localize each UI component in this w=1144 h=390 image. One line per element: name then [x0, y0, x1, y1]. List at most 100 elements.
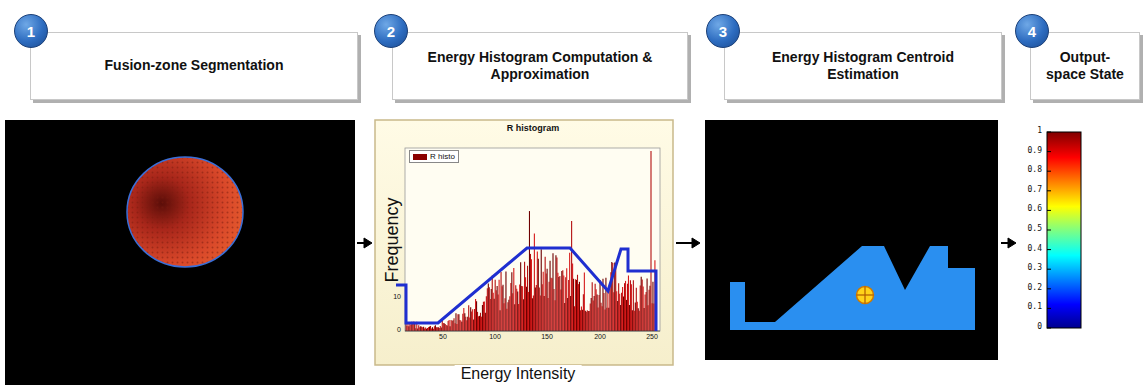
centroid-cross	[864, 287, 865, 304]
histogram-bar	[419, 327, 420, 331]
histogram-bar	[618, 283, 619, 331]
image-panel	[5, 120, 355, 385]
histogram-bar	[571, 221, 572, 331]
histogram-bar	[515, 285, 516, 331]
histogram-bar	[514, 304, 515, 331]
step-title: Output-space State	[1041, 49, 1129, 84]
histogram-bar	[584, 272, 585, 331]
histogram-bar	[418, 325, 419, 331]
legend-swatch	[413, 154, 427, 160]
fusion-zone	[127, 157, 243, 267]
histogram-bar	[507, 302, 508, 331]
histogram-bar	[499, 280, 500, 331]
histogram-bar	[585, 311, 586, 331]
histogram-bar	[564, 303, 565, 331]
tick-mark	[1047, 230, 1051, 231]
histogram-bar	[622, 287, 623, 331]
histogram-bar	[471, 311, 472, 331]
tick-label: 100	[489, 333, 501, 341]
histogram-bar	[593, 300, 594, 331]
histogram-bar	[432, 327, 433, 331]
histogram-bar	[565, 277, 566, 331]
histogram-bar	[500, 310, 501, 331]
histogram-bar	[520, 262, 521, 331]
histogram-bar	[407, 323, 408, 331]
histogram-bar	[497, 286, 498, 331]
step-header-box: Fusion-zone Segmentation	[30, 32, 358, 100]
histogram-bar	[552, 253, 553, 331]
histogram-bar	[408, 326, 409, 331]
histogram-bar	[646, 292, 647, 331]
histogram-bar	[501, 272, 502, 331]
histogram-bar	[531, 259, 532, 331]
histogram-bar	[643, 287, 644, 331]
fusion-zone-outline	[127, 157, 243, 267]
histogram-bar	[561, 271, 562, 331]
histogram-bar	[441, 327, 442, 331]
histogram-bar	[599, 295, 600, 331]
histogram-bar	[613, 292, 614, 331]
histogram-bar	[616, 291, 617, 331]
histogram-bar	[625, 281, 626, 331]
step-header-box: Energy Histogram Computation & Approxima…	[392, 32, 688, 100]
colorbar-tick-label: 0.1	[1028, 303, 1042, 312]
histogram-bar	[495, 280, 496, 331]
histogram-bar	[516, 289, 517, 331]
histogram-bar	[633, 280, 634, 331]
histogram-bar	[569, 253, 570, 331]
histogram-bar	[511, 272, 512, 331]
step-title: Fusion-zone Segmentation	[105, 57, 284, 75]
histogram-bar	[504, 298, 505, 331]
histogram-bar	[502, 285, 503, 331]
plot-area	[405, 148, 660, 331]
tick-mark	[1047, 132, 1051, 133]
histogram-bar	[638, 308, 639, 331]
histogram-bar	[589, 311, 590, 331]
histogram-panel	[375, 120, 673, 365]
histogram-bar	[428, 327, 429, 331]
histogram-bar	[509, 296, 510, 331]
tick-mark	[1047, 249, 1051, 250]
histogram-bar	[615, 263, 616, 331]
step-number-circle: 2	[374, 14, 408, 48]
histogram-bar	[501, 286, 502, 331]
histogram-bar	[530, 254, 531, 331]
histogram-bar	[526, 287, 527, 331]
tick-mark	[1047, 288, 1051, 289]
histogram-bar	[510, 283, 511, 331]
flow-arrows	[357, 238, 1016, 248]
histogram-bar	[487, 288, 488, 331]
histogram-bar	[447, 325, 448, 331]
histogram-bar	[576, 280, 577, 331]
colorbar	[1047, 132, 1081, 328]
histogram-bar	[647, 279, 648, 331]
histogram-bar	[567, 298, 568, 331]
histogram-bar	[580, 310, 581, 331]
histogram-bar	[607, 289, 608, 331]
histogram-bar	[626, 300, 627, 331]
histogram-bar	[508, 300, 509, 331]
histogram-bar	[513, 268, 514, 331]
histogram-bar	[443, 323, 444, 331]
histogram-bar	[577, 275, 578, 331]
histogram-bar	[460, 321, 461, 331]
histogram-bar	[453, 318, 454, 331]
histogram-bar	[517, 292, 518, 331]
histogram-bar	[550, 261, 551, 331]
histogram-bar	[630, 280, 631, 331]
histogram-bar	[581, 307, 582, 331]
histogram-bar	[541, 249, 542, 331]
histogram-bar	[476, 301, 477, 331]
histogram-bar	[556, 257, 557, 331]
histogram-bar	[437, 327, 438, 331]
histogram-bar	[477, 312, 478, 331]
histogram-bar	[652, 282, 653, 331]
histogram-bar	[448, 321, 449, 331]
step-title: Energy Histogram Computation & Approxima…	[403, 49, 677, 84]
histogram-bar	[603, 293, 604, 331]
tick-label: 200	[594, 333, 606, 341]
histogram-bar	[590, 304, 591, 331]
histogram-bar	[522, 286, 523, 331]
colorbar-tick-label: 0.2	[1028, 284, 1042, 293]
histogram-bar	[653, 304, 654, 331]
